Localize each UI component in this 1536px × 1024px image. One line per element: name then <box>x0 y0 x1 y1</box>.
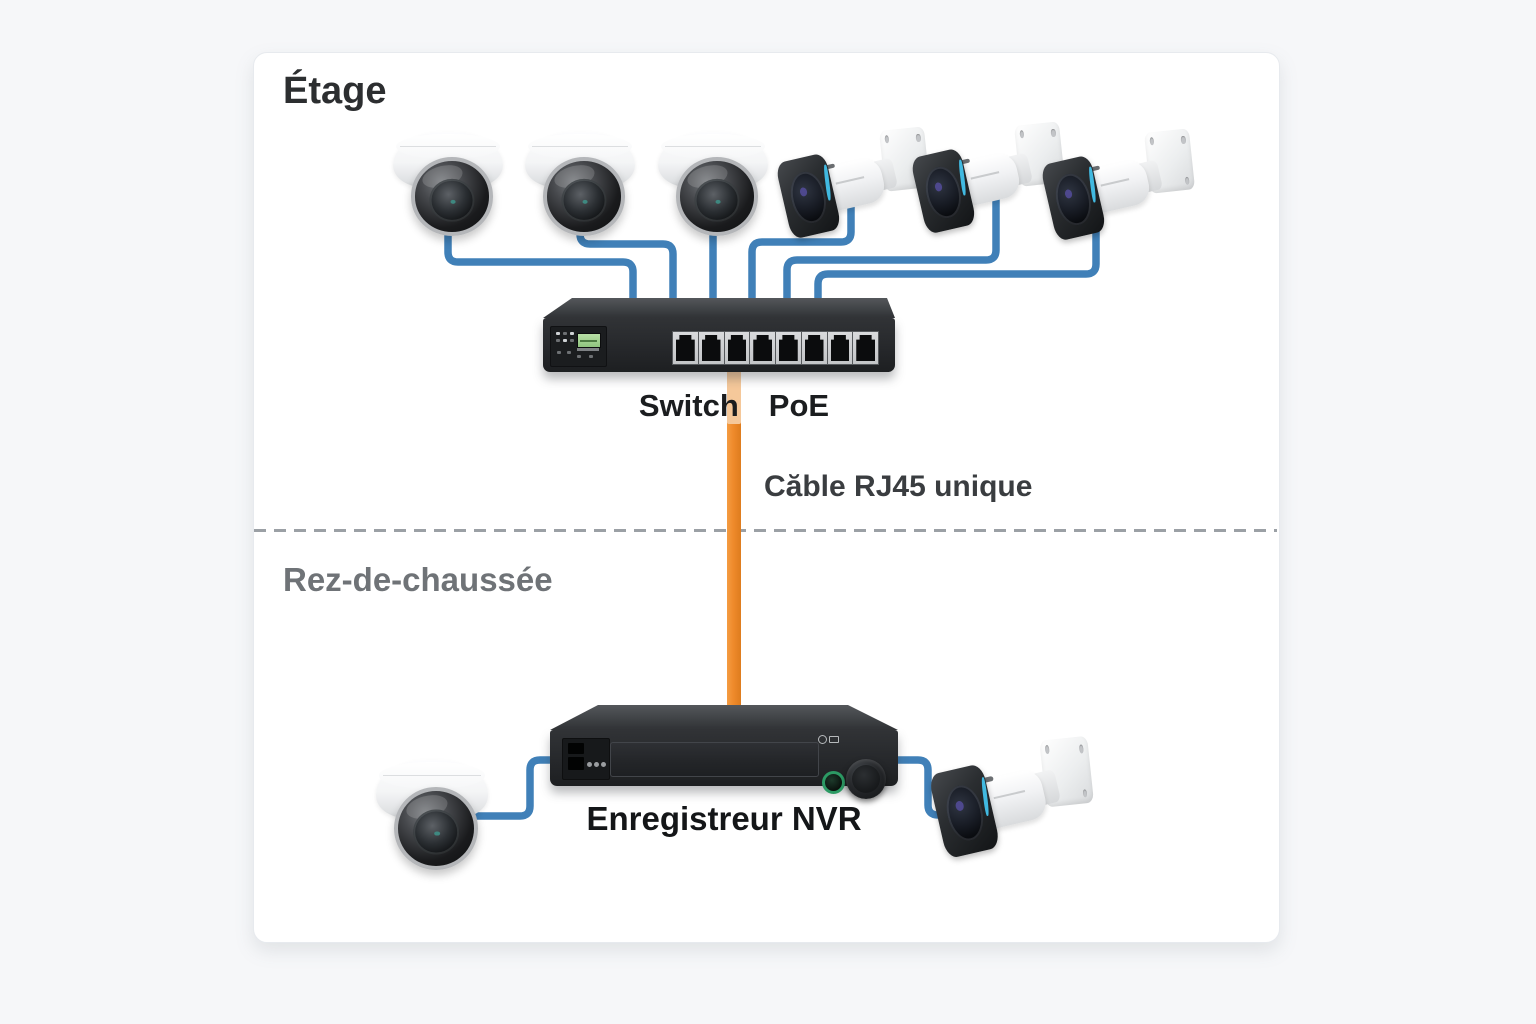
dome-camera-glass <box>393 787 479 870</box>
dome-camera-lens <box>694 179 740 222</box>
dome-camera-glass <box>410 157 494 237</box>
led <box>577 355 581 358</box>
screw <box>1050 129 1056 138</box>
lens-glint <box>434 831 441 836</box>
rj45-port <box>723 331 751 365</box>
nvr-jog-knob <box>846 759 886 799</box>
rj45-port <box>749 331 776 365</box>
led <box>556 339 560 342</box>
led <box>567 351 571 354</box>
screw <box>1180 136 1186 145</box>
led <box>557 351 561 354</box>
nvr-recorder <box>550 705 898 799</box>
switch-top-face <box>543 298 895 318</box>
nvr-label: Enregistreur NVR <box>586 800 862 837</box>
switch-label-word: Switch <box>638 388 739 423</box>
screw <box>1044 745 1051 755</box>
dome-camera-3 <box>658 132 768 237</box>
usb-icon <box>829 736 839 743</box>
rj45-jack <box>830 335 850 361</box>
rj45-port <box>697 331 725 365</box>
dome-camera-1 <box>393 132 503 237</box>
screw <box>1018 130 1024 139</box>
switch-lcd-display <box>577 333 601 348</box>
led <box>563 339 567 342</box>
nvr-io-panel <box>562 738 610 780</box>
rj45-port <box>826 331 854 365</box>
led <box>570 339 574 342</box>
switch-front-face <box>543 318 895 372</box>
led <box>594 762 599 767</box>
dome-camera-lens <box>413 809 459 855</box>
usb-port <box>568 757 584 770</box>
usb-port <box>568 743 584 754</box>
rj45-jack <box>804 335 824 361</box>
rj45-uplink-cable-highlight <box>727 370 741 424</box>
rj45-jack <box>753 335 772 361</box>
screw <box>1183 176 1189 186</box>
screw <box>883 135 889 144</box>
screw <box>1079 744 1085 754</box>
led <box>589 355 593 358</box>
poe-switch <box>543 298 895 378</box>
switch-label: Switch PoE <box>558 388 910 424</box>
ground-floor-title: Rez-de-chaussée <box>283 561 553 598</box>
power-icon <box>818 735 827 744</box>
floor-divider-dashed-line <box>254 529 1277 532</box>
nvr-power-button <box>822 771 845 794</box>
screw <box>1082 788 1089 798</box>
lens-glint <box>582 199 589 204</box>
poe-label-word: PoE <box>768 388 830 423</box>
lens-glint <box>715 199 722 204</box>
led <box>587 762 592 767</box>
uplink-cable-label: Căble RJ45 unique <box>764 470 1033 503</box>
led <box>563 332 567 335</box>
rj45-jack <box>701 335 721 361</box>
bullet-camera-group <box>1039 126 1207 252</box>
led <box>556 332 560 335</box>
led <box>570 332 574 335</box>
port-row <box>672 331 879 365</box>
dome-camera-glass <box>542 157 626 237</box>
rj45-port <box>800 331 828 365</box>
rj45-jack <box>856 335 875 361</box>
switch-lcd-bar <box>577 348 599 351</box>
rj45-port <box>672 331 699 365</box>
rj45-port <box>775 331 802 365</box>
dome-camera-2 <box>525 132 635 237</box>
dome-camera-glass <box>675 157 759 237</box>
upper-floor-title: Étage <box>283 70 387 112</box>
dome-camera-lens <box>561 179 607 222</box>
led <box>601 762 606 767</box>
rj45-jack <box>727 335 747 361</box>
nvr-disc-tray <box>610 742 819 777</box>
rj45-port <box>852 331 879 365</box>
nvr-top-face <box>550 705 898 730</box>
switch-status-panel <box>550 326 607 367</box>
dome-camera-ground <box>376 760 488 870</box>
rj45-uplink-cable <box>727 420 741 716</box>
lens-glint <box>450 199 457 204</box>
rj45-jack <box>676 335 695 361</box>
dome-camera-lens <box>429 179 475 222</box>
screw <box>1148 137 1154 146</box>
nvr-front-face <box>550 730 898 799</box>
rj45-jack <box>779 335 798 361</box>
bullet-camera-ground <box>928 735 1098 859</box>
bullet-camera-group <box>928 733 1108 870</box>
bullet-camera-3 <box>1039 128 1198 242</box>
